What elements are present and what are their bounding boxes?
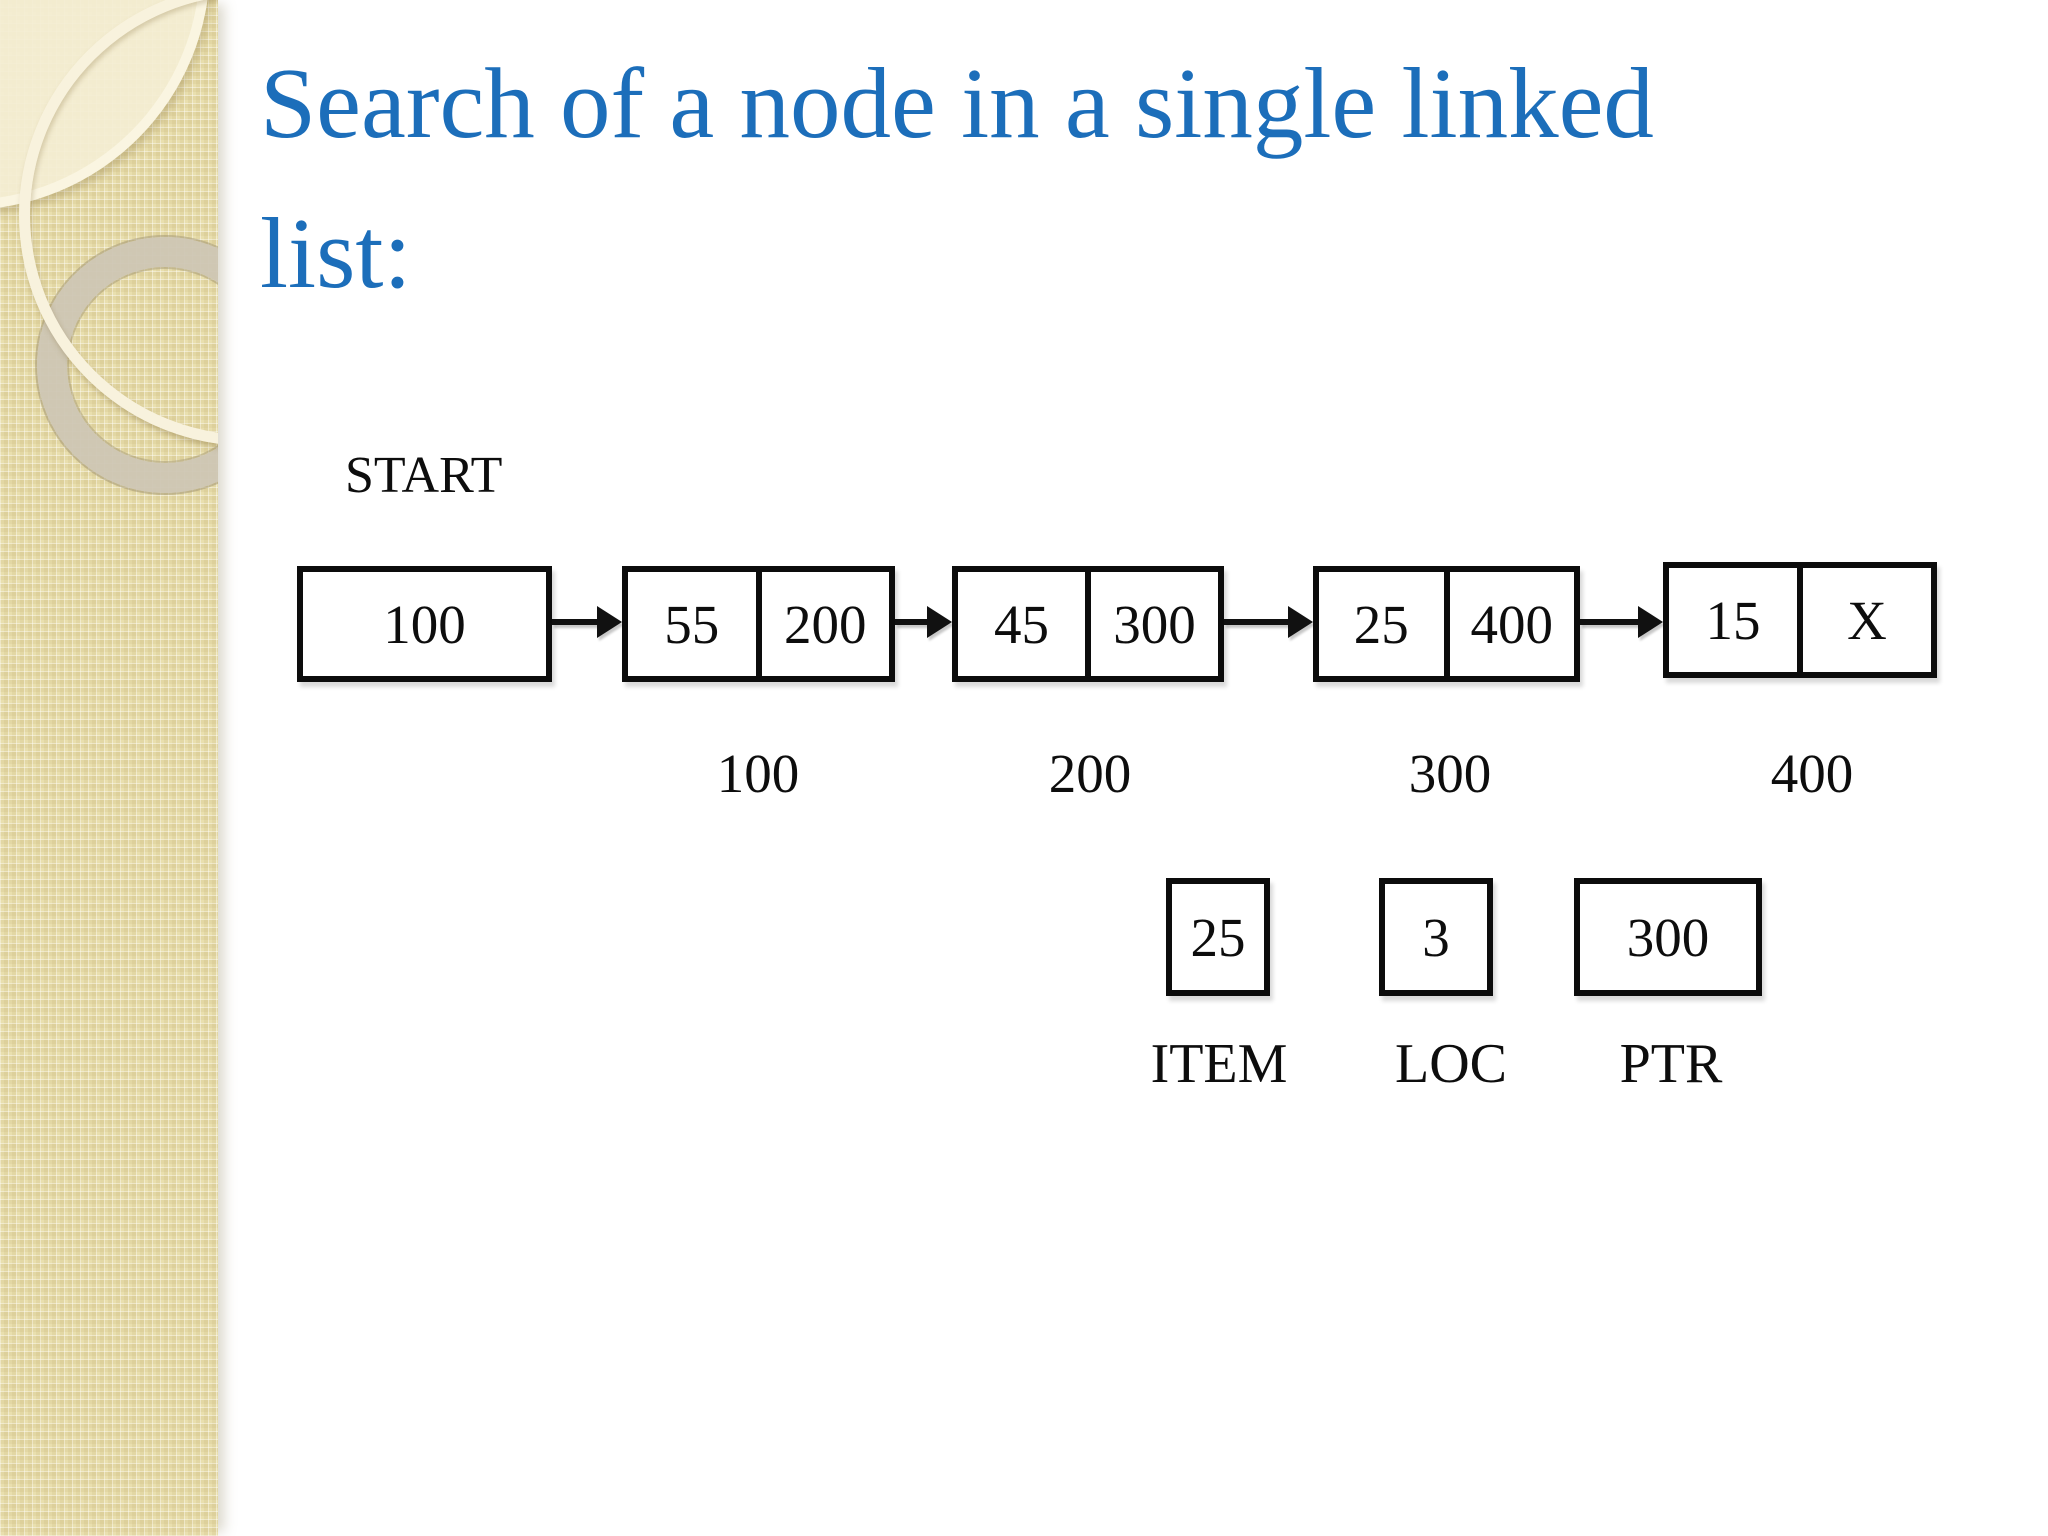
next-pointer-arrow (895, 619, 928, 625)
ptr-value: 300 (1626, 906, 1710, 968)
node-data-cell: 55 (628, 572, 756, 676)
list-node-4: 15 X (1663, 562, 1937, 678)
node-data-cell: 25 (1319, 572, 1444, 676)
decorative-sidebar (0, 0, 218, 1536)
slide-title: Search of a node in a single linked list… (260, 28, 2020, 328)
start-label: START (345, 447, 503, 504)
item-value-box: 25 (1166, 878, 1270, 996)
node-data-cell: 45 (958, 572, 1085, 676)
node-next-value: 400 (1470, 593, 1554, 655)
node-data-value: 45 (994, 593, 1049, 655)
node-address-label: 200 (1048, 743, 1132, 804)
list-node-2: 45 300 (952, 566, 1224, 682)
node-next-cell: 200 (755, 572, 890, 676)
item-label: ITEM (1150, 1033, 1288, 1095)
node-data-cell: 15 (1669, 568, 1797, 672)
slide-title-line2: list: (260, 197, 412, 309)
node-data-value: 55 (664, 593, 720, 655)
node-address-label: 300 (1408, 743, 1492, 804)
ptr-value-box: 300 (1574, 878, 1762, 996)
start-pointer-box: 100 (297, 566, 552, 682)
node-data-value: 25 (1353, 593, 1409, 655)
node-address-label: 100 (716, 743, 800, 804)
next-pointer-arrow (1224, 619, 1289, 625)
node-next-value: 300 (1113, 593, 1196, 655)
node-next-cell: 300 (1085, 572, 1218, 676)
node-next-cell: X (1797, 568, 1931, 672)
node-next-cell: 400 (1443, 572, 1575, 676)
next-pointer-arrow (1580, 619, 1639, 625)
node-address-label: 400 (1770, 743, 1854, 804)
next-pointer-arrow (552, 619, 598, 625)
node-null-value: X (1847, 589, 1887, 651)
item-value: 25 (1190, 906, 1246, 968)
slide-title-line1: Search of a node in a single linked (260, 47, 1654, 159)
node-next-value: 200 (784, 593, 867, 655)
loc-value: 3 (1422, 906, 1450, 968)
start-pointer-value: 100 (383, 593, 466, 655)
list-node-1: 55 200 (622, 566, 895, 682)
ptr-label: PTR (1619, 1033, 1723, 1095)
node-data-value: 15 (1705, 589, 1761, 651)
list-node-3: 25 400 (1313, 566, 1580, 682)
loc-value-box: 3 (1379, 878, 1493, 996)
loc-label: LOC (1395, 1033, 1507, 1095)
